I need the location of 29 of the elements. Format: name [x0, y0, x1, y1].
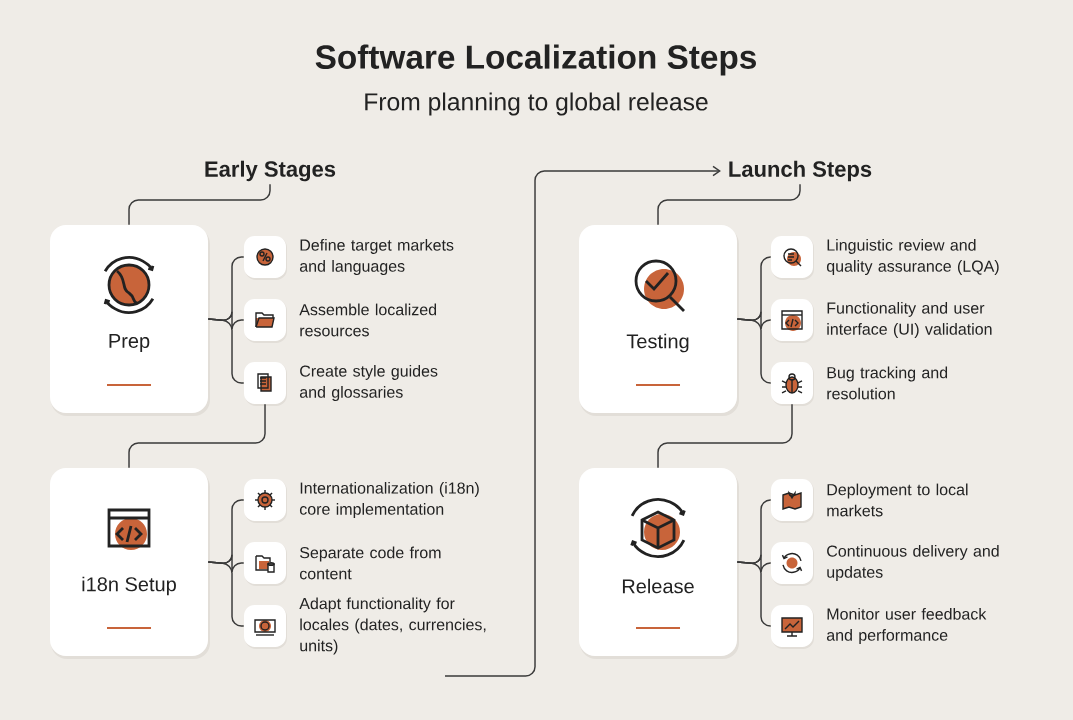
connector-line — [128, 403, 266, 469]
section-heading: Launch Steps — [729, 160, 872, 182]
step-text: Define target markets and languages — [299, 239, 454, 275]
subtitle: From planning to global release — [365, 92, 708, 116]
step-card: Testing — [579, 225, 739, 416]
connector-line — [207, 318, 245, 384]
step-card: Prep — [50, 225, 210, 416]
step-text: Create style guides and glossaries — [299, 365, 438, 401]
connector-line — [736, 561, 772, 627]
connector-line — [736, 318, 772, 384]
step-card: Release — [579, 468, 739, 659]
connector-line — [657, 403, 793, 469]
step-text: Deployment to local markets — [827, 483, 968, 517]
step-text: Linguistic review and quality assurance (LQA) — [826, 239, 999, 275]
title: Software Localization Steps — [315, 44, 756, 76]
step-text: Bug tracking and resolution — [827, 366, 948, 400]
arrow — [444, 165, 721, 677]
step-text: Assemble localized resources — [299, 303, 437, 337]
step-text: Continuous delivery and updates — [827, 545, 999, 581]
connector-line — [207, 561, 245, 627]
connector-line — [128, 183, 271, 226]
section-heading: Early Stages — [205, 160, 336, 182]
step-text: Functionality and user interface (UI) validation — [827, 302, 992, 338]
step-text: Separate code from content — [299, 546, 441, 580]
step-text: Internationalization (i18n) core implementation — [299, 482, 479, 518]
step-text: Adapt functionality for locales (dates, currencies, units) — [299, 597, 486, 655]
step-text: Monitor user feedback and performance — [826, 608, 987, 644]
connector-line — [657, 183, 801, 226]
step-card: i18n Setup — [50, 468, 210, 659]
